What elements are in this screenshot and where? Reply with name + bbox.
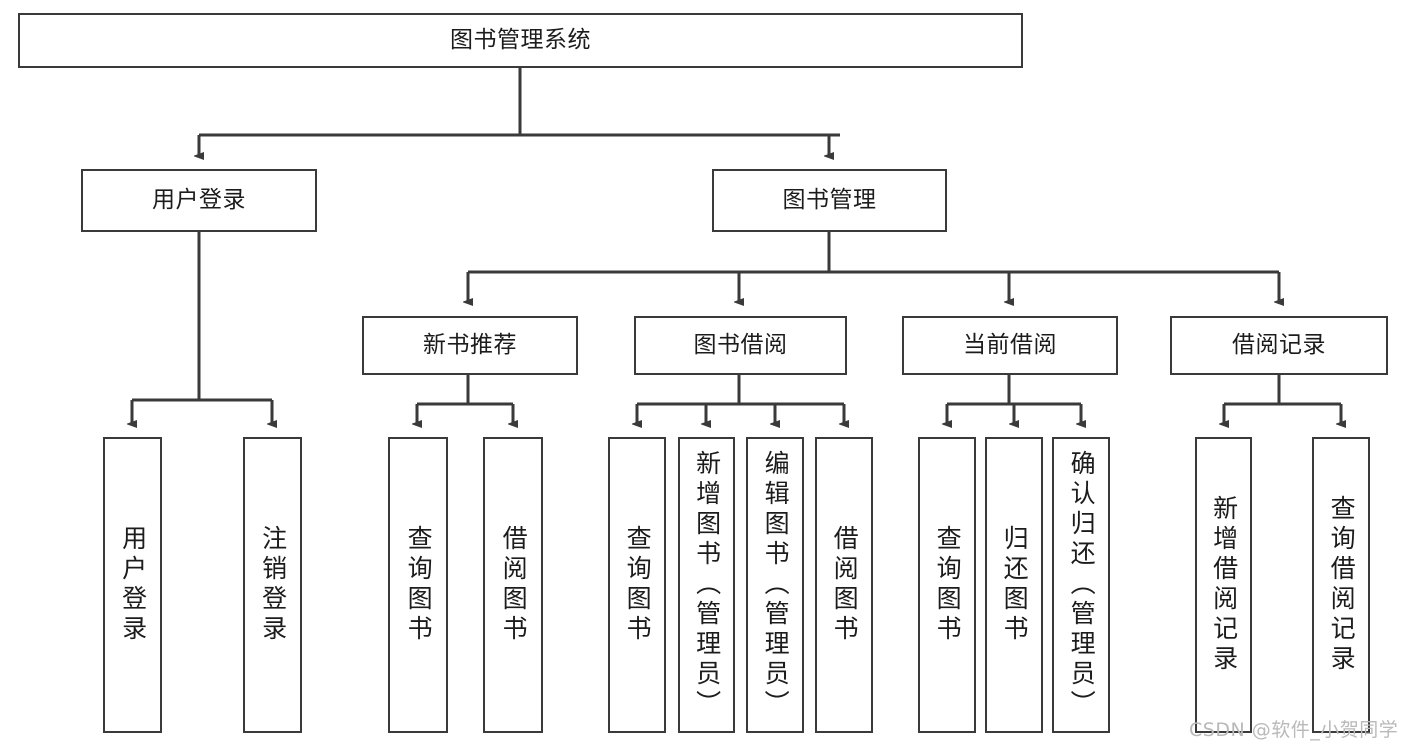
- leaf-query-book-newbook-label: 查询图书: [404, 525, 434, 645]
- leaf-add-book-admin[interactable]: 新增图书（管理员）: [678, 437, 735, 733]
- csdn-watermark: CSDN @软件_小贺同学: [1189, 719, 1399, 741]
- leaf-add-borrow-record-label: 新增借阅记录: [1209, 495, 1239, 675]
- leaf-query-borrow-record[interactable]: 查询借阅记录: [1312, 437, 1370, 733]
- node-current-borrow-label: 当前借阅: [963, 331, 1057, 358]
- leaf-logout-label: 注销登录: [258, 525, 288, 645]
- node-current-borrow[interactable]: 当前借阅: [902, 316, 1118, 375]
- leaf-query-book-current-label: 查询图书: [933, 525, 963, 645]
- node-new-book-recommend[interactable]: 新书推荐: [362, 316, 578, 375]
- node-root-label: 图书管理系统: [450, 26, 591, 53]
- leaf-user-login-label: 用户登录: [118, 525, 148, 645]
- node-book-borrow[interactable]: 图书借阅: [634, 316, 847, 375]
- leaf-edit-book-admin[interactable]: 编辑图书（管理员）: [746, 437, 804, 733]
- node-borrow-records-label: 借阅记录: [1232, 331, 1326, 358]
- node-user-login-label: 用户登录: [152, 186, 246, 213]
- leaf-borrow-book[interactable]: 借阅图书: [815, 437, 873, 733]
- leaf-borrow-book-newbook-label: 借阅图书: [499, 525, 529, 645]
- leaf-logout[interactable]: 注销登录: [243, 437, 302, 733]
- node-new-book-recommend-label: 新书推荐: [423, 331, 517, 358]
- node-borrow-records[interactable]: 借阅记录: [1170, 316, 1388, 375]
- leaf-query-borrow-record-label: 查询借阅记录: [1327, 495, 1357, 675]
- leaf-borrow-book-label: 借阅图书: [830, 525, 860, 645]
- leaf-user-login[interactable]: 用户登录: [103, 437, 162, 733]
- node-book-management-label: 图书管理: [782, 186, 877, 213]
- node-book-management[interactable]: 图书管理: [712, 169, 947, 232]
- leaf-return-book-label: 归还图书: [1000, 525, 1030, 645]
- leaf-edit-book-admin-label: 编辑图书（管理员）: [761, 450, 791, 720]
- node-book-borrow-label: 图书借阅: [693, 331, 788, 358]
- leaf-query-book-newbook[interactable]: 查询图书: [388, 437, 448, 733]
- leaf-query-book-current[interactable]: 查询图书: [918, 437, 976, 733]
- leaf-query-book-borrow-label: 查询图书: [623, 525, 653, 645]
- leaf-add-book-admin-label: 新增图书（管理员）: [692, 450, 722, 720]
- leaf-query-book-borrow[interactable]: 查询图书: [608, 437, 666, 733]
- node-root[interactable]: 图书管理系统: [18, 13, 1023, 68]
- node-user-login[interactable]: 用户登录: [81, 169, 317, 232]
- leaf-add-borrow-record[interactable]: 新增借阅记录: [1195, 437, 1252, 733]
- leaf-confirm-return-admin-label: 确认归还（管理员）: [1067, 450, 1097, 720]
- leaf-borrow-book-newbook[interactable]: 借阅图书: [483, 437, 543, 733]
- leaf-return-book[interactable]: 归还图书: [985, 437, 1043, 733]
- leaf-confirm-return-admin[interactable]: 确认归还（管理员）: [1052, 437, 1110, 733]
